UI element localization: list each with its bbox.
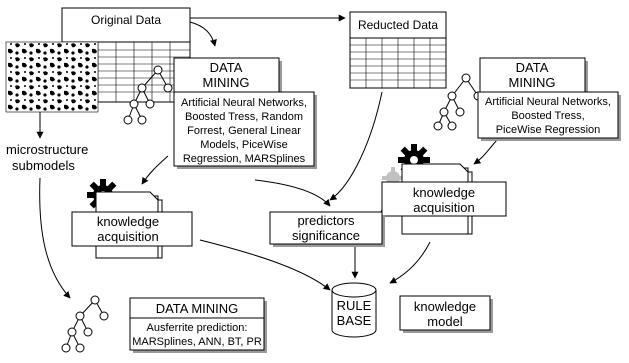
data-mining-box-1: DATA MINING Artificial Neural Networks, … (173, 57, 317, 169)
rule-base-cylinder: RULE BASE (331, 282, 377, 338)
data-mining-2-title-line1: DATA (516, 60, 549, 75)
data-mining-box-2: DATA MINING Artificial Neural Networks, … (477, 57, 621, 141)
knowledge-acquisition-1: knowledge acquisition (71, 191, 193, 259)
data-mining-2-method: Artificial Neural Networks, (485, 96, 611, 108)
microstructure-submodels-label: microstructure submodels (6, 142, 88, 173)
knowledge-acq-2-line1: knowledge (413, 185, 475, 200)
knowledge-acquisition-2: knowledge acquisition (381, 163, 507, 235)
predictors-line1: predictors (297, 213, 355, 228)
knowledge-model-box: knowledge model (399, 295, 493, 333)
data-mining-1-title-line2: MINING (203, 75, 250, 90)
data-mining-3-title: DATA MINING (156, 301, 239, 316)
original-data-label: Original Data (91, 13, 161, 27)
rule-base-line1: RULE (337, 298, 372, 313)
data-mining-2-method: PiceWise Regression (496, 124, 601, 136)
tree-icon (433, 73, 483, 131)
knowledge-acq-1-line2: acquisition (97, 229, 158, 244)
data-mining-3-line1: Ausferrite prediction: (147, 322, 248, 334)
tree-icon (123, 65, 173, 125)
data-mining-1-title-line1: DATA (210, 60, 243, 75)
microstructure-image (5, 41, 99, 113)
reducted-data-table: Reducted Data (349, 11, 447, 89)
data-mining-1-method: Models, PiceWise (200, 139, 287, 151)
microstructure-line2: submodels (12, 158, 75, 173)
tree-icon (61, 295, 109, 353)
microstructure-line1: microstructure (6, 142, 88, 157)
data-mining-2-method: Boosted Tress, (511, 110, 584, 122)
rule-base-line2: BASE (337, 313, 372, 328)
data-mining-2-title-line2: MINING (509, 75, 556, 90)
reducted-data-label: Reducted Data (358, 18, 438, 32)
data-mining-1-method: Regression, MARSplines (183, 153, 306, 165)
knowledge-acq-1-line1: knowledge (97, 214, 159, 229)
data-mining-3-line2: MARSplines, ANN, BT, PR (132, 336, 262, 348)
data-mining-1-method: Boosted Tress, Random (185, 111, 303, 123)
data-mining-box-3: DATA MINING Ausferrite prediction: MARSp… (129, 297, 267, 353)
data-mining-1-method: Artificial Neural Networks, (181, 97, 307, 109)
predictors-line2: significance (292, 228, 360, 243)
knowledge-acq-2-line2: acquisition (413, 200, 474, 215)
knowledge-model-line2: model (427, 314, 463, 329)
predictors-significance-box: predictors significance (269, 211, 385, 247)
data-mining-1-method: Forrest, General Linear (187, 125, 301, 137)
knowledge-model-line1: knowledge (414, 299, 476, 314)
connectors (36, 14, 498, 299)
